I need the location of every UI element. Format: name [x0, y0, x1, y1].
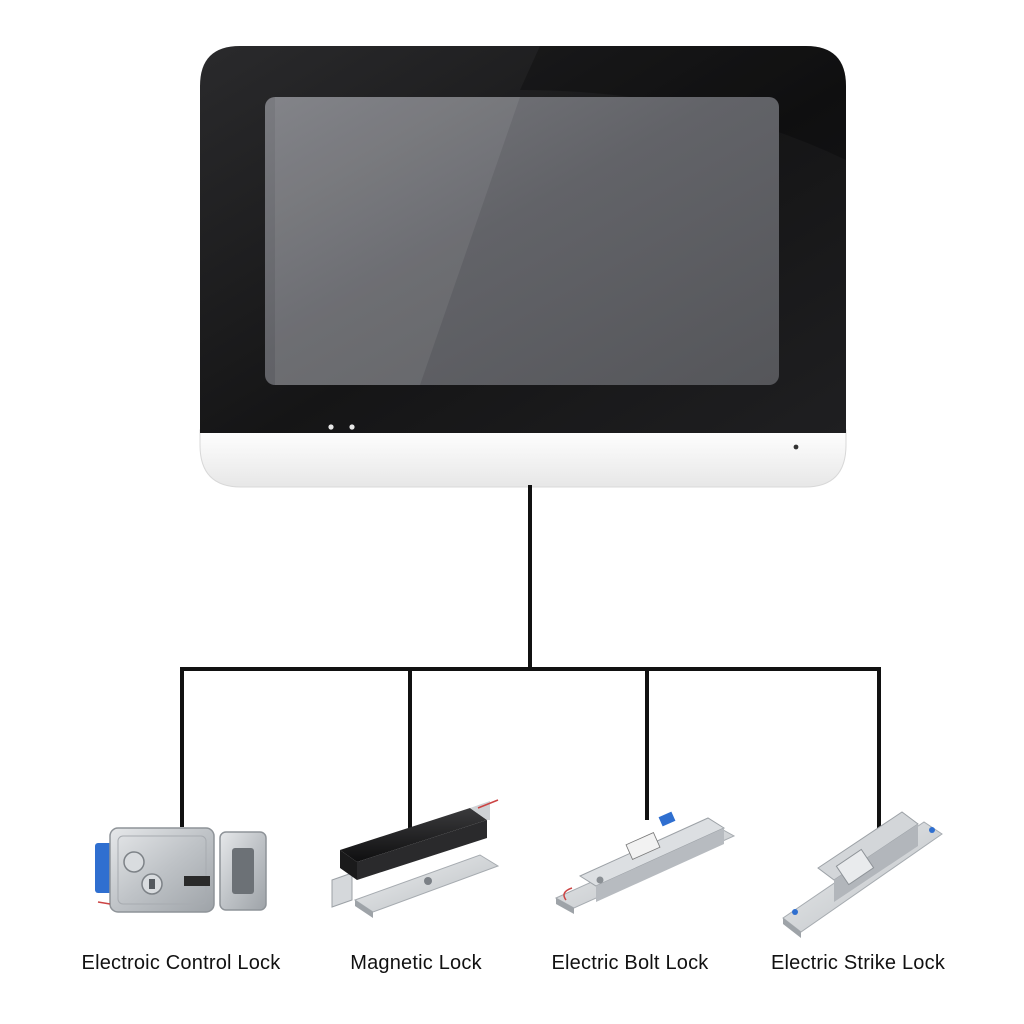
electric-strike-lock-icon — [782, 811, 943, 938]
label-magnetic-lock: Magnetic Lock — [350, 952, 482, 974]
electric-control-lock-icon — [95, 827, 267, 913]
label-electric-bolt-lock: Electric Bolt Lock — [551, 952, 709, 974]
electric-bolt-lock-icon — [554, 811, 736, 914]
label-electric-control-lock: Electroic Control Lock — [81, 952, 281, 974]
magnetic-lock-icon — [331, 799, 500, 918]
video-intercom-monitor-icon — [199, 46, 847, 488]
label-electric-strike-lock: Electric Strike Lock — [770, 952, 946, 974]
wiring — [180, 485, 881, 830]
